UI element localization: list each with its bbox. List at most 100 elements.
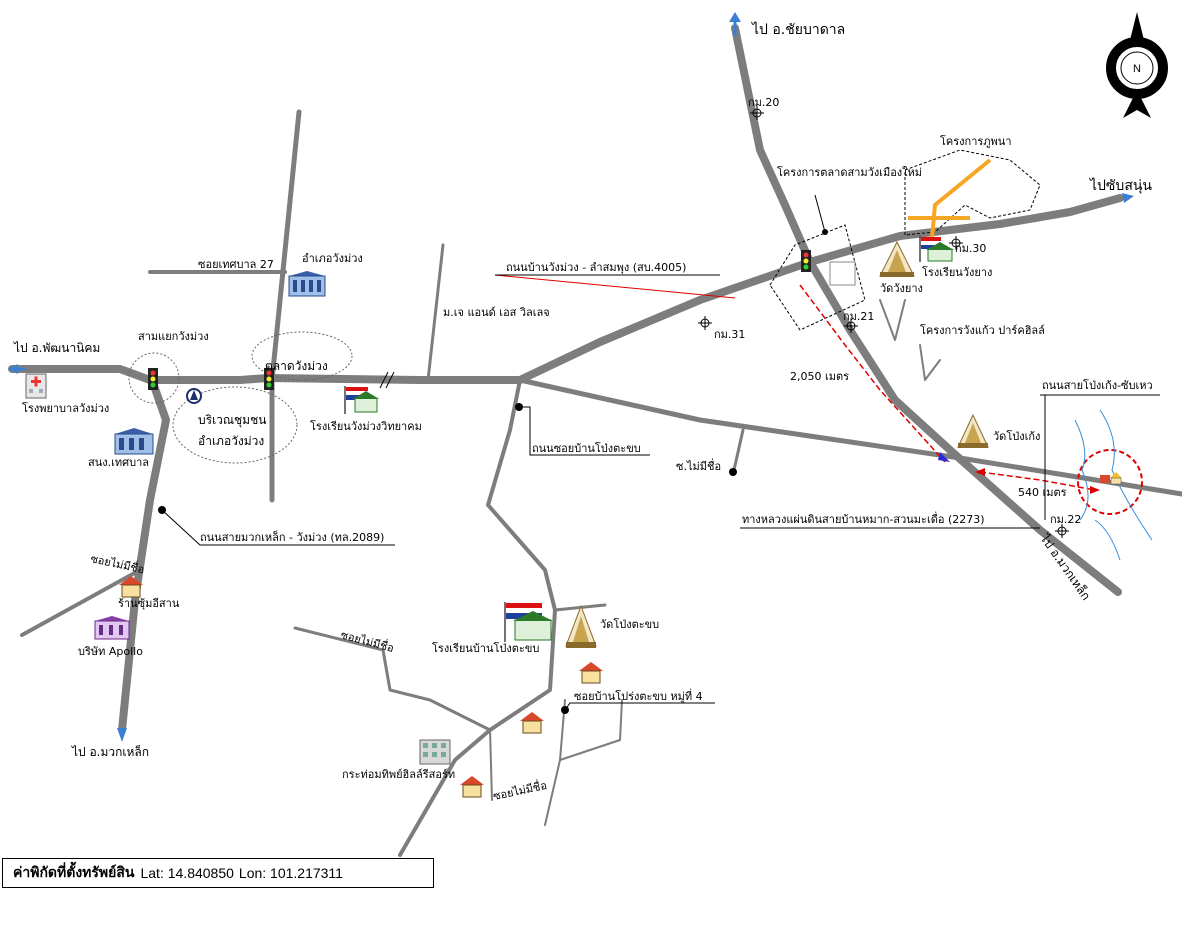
leader-lines — [161, 274, 1160, 711]
road-wangkaew-2 — [919, 344, 941, 381]
direction-to-chaibadan: ไป อ.ชัยบาดาล — [751, 21, 845, 38]
road-branch-west — [20, 568, 142, 637]
resort-building-icon — [419, 739, 451, 765]
coordinates-lon: Lon: 101.217311 — [238, 865, 343, 881]
label-soi-27: ซอยเทศบาล 27 — [198, 258, 274, 271]
label-wat-wangyang: วัดวังยาง — [880, 282, 923, 295]
km-marker-icon — [1055, 524, 1069, 538]
road-2273 — [731, 24, 1122, 596]
km-marker-icon — [844, 319, 858, 333]
label-apollo: บริษัท Apollo — [78, 645, 143, 658]
label-community-1: บริเวณชุมชน — [198, 413, 266, 428]
label-wat-pongkeng: วัดโป่งเก้ง — [993, 429, 1040, 443]
arrow-south-icon — [117, 728, 127, 742]
label-community-2: อำเภอวังม่วง — [198, 434, 264, 448]
label-school-pongtakhop: โรงเรียนบ้านโป่งตะขบ — [432, 641, 539, 655]
coordinates-lat: Lat: 14.840850 — [140, 865, 234, 881]
label-soi-nameless-2: ซอยไม่มีชื่อ — [89, 550, 146, 576]
label-shop-isan: ร้านซุ้มอีสาน — [118, 597, 180, 610]
community-pin-icon — [186, 388, 202, 404]
arrow-east-icon — [1122, 193, 1134, 203]
label-school-wangyang: โรงเรียนวังยาง — [922, 265, 992, 279]
arrow-north-icon — [729, 12, 741, 36]
school-flag-icon — [919, 236, 954, 262]
label-market-project: โครงการตลาดสามวังเมืองใหม่ — [777, 165, 922, 179]
road-main-east-west — [8, 194, 1124, 384]
property-location-marker — [1074, 409, 1153, 561]
label-road-pongkeng: ถนนสายโป่งเก้ง-ซับเหว — [1042, 378, 1153, 392]
label-amphoe-office: อำเภอวังม่วง — [302, 252, 363, 265]
road-moo4-branch — [559, 699, 623, 761]
km-label-30: กม.30 — [955, 242, 986, 255]
house-icon — [520, 712, 544, 734]
label-wangkaew-project: โครงการวังแก้ว ปาร์คฮิลล์ — [920, 323, 1045, 337]
company-building-icon — [94, 616, 130, 640]
km-marker-icon — [750, 106, 764, 120]
road-wangkaew-1 — [879, 299, 906, 341]
label-municipality: สนง.เทศบาล — [88, 456, 149, 469]
label-wat-pongtakhop: วัดโป่งตะขบ — [600, 617, 659, 631]
hospital-icon — [25, 373, 47, 399]
label-road-4005: ถนนบ้านวังม่วง - ลำสมพุง (สบ.4005) — [506, 261, 686, 274]
phupana-project-area — [904, 149, 1041, 239]
km-marker-icon — [949, 236, 963, 250]
junction-circle — [128, 352, 180, 404]
km-marker-icon — [698, 316, 712, 330]
road-2089 — [118, 376, 170, 734]
traffic-light-icon — [264, 368, 274, 390]
school-flag-icon — [504, 602, 553, 642]
label-soi-nameless-4: ซอยไม่มีชื่อ — [492, 777, 549, 803]
label-hospital: โรงพยาบาลวังม่วง — [22, 401, 109, 415]
coordinates-box: ค่าพิกัดที่ตั้งทรัพย์สิน Lat: 14.840850 … — [2, 858, 434, 888]
km-label-22: กม.22 — [1050, 513, 1081, 526]
traffic-light-icon — [801, 250, 811, 272]
label-mj-village: ม.เจ แอนด์ เอส วิลเลจ — [443, 306, 550, 319]
label-soi-nameless-3: ซอยไม่มีชื่อ — [339, 626, 396, 655]
label-road-2273: ทางหลวงแผ่นดินสายบ้านหมาก-สวนมะเดื่อ (22… — [742, 511, 985, 526]
label-junction: สามแยกวังม่วง — [138, 330, 209, 343]
km-label-20: กม.20 — [748, 96, 779, 109]
house-icon — [579, 662, 603, 684]
direction-to-phatthananikhom: ไป อ.พัฒนานิคม — [13, 341, 100, 355]
label-soi-nameless-1: ซ.ไม่มีชื่อ — [676, 458, 721, 473]
temple-icon — [565, 604, 597, 648]
community-circle — [172, 386, 298, 464]
km-label-21: กม.21 — [843, 310, 874, 323]
market-project-area — [769, 194, 866, 331]
label-road-2089: ถนนสายมวกเหล็ก - วังม่วง (ทล.2089) — [200, 530, 384, 544]
government-office-icon — [288, 271, 326, 297]
label-road-pongtakhop: ถนนซอยบ้านโป่งตะขบ — [532, 441, 641, 455]
road-crossing-mark — [379, 371, 395, 389]
arrow-west-icon — [8, 364, 26, 374]
temple-icon — [957, 413, 989, 448]
road-market-ns — [269, 109, 302, 503]
label-school-wittayakhom: โรงเรียนวังม่วงวิทยาคม — [310, 419, 422, 433]
house-icon — [460, 776, 484, 798]
km-label-31: กม.31 — [714, 328, 745, 341]
road-dot — [729, 468, 737, 476]
coordinates-label: ค่าพิกัดที่ตั้งทรัพย์สิน — [13, 864, 135, 880]
distance-2050: 2,050 เมตร — [790, 370, 849, 383]
direction-to-muakklek: ไป อ.มวกเหล็ก — [71, 744, 149, 759]
label-soi-moo4: ซอยบ้านโปร่งตะขบ หมู่ที่ 4 — [574, 688, 703, 703]
school-flag-icon — [344, 386, 379, 414]
temple-icon — [879, 240, 915, 277]
traffic-light-icon — [148, 368, 158, 390]
road-resort-branch — [489, 729, 493, 801]
road-moo4-south — [544, 759, 561, 826]
label-phupana-project: โครงการภูพนา — [940, 134, 1012, 148]
market-circle — [251, 331, 353, 381]
road-network — [8, 24, 1182, 857]
direction-to-chapsanun: ไปซับสนุ่น — [1089, 177, 1152, 194]
road-soi-nameless-1 — [732, 428, 745, 472]
north-label: N — [1133, 63, 1141, 75]
route-distance-lines — [799, 284, 1100, 494]
label-market: ตลาดวังม่วง — [265, 359, 328, 373]
road-soi-nameless-3 — [293, 626, 492, 732]
label-resort: กระท่อมทิพย์ฮิลล์รีสอร์ท — [342, 768, 455, 781]
road-pongtakhop-east — [517, 377, 1182, 497]
north-compass-icon: N — [1106, 12, 1168, 118]
municipality-building-icon — [114, 428, 154, 455]
house-icon — [119, 576, 143, 598]
